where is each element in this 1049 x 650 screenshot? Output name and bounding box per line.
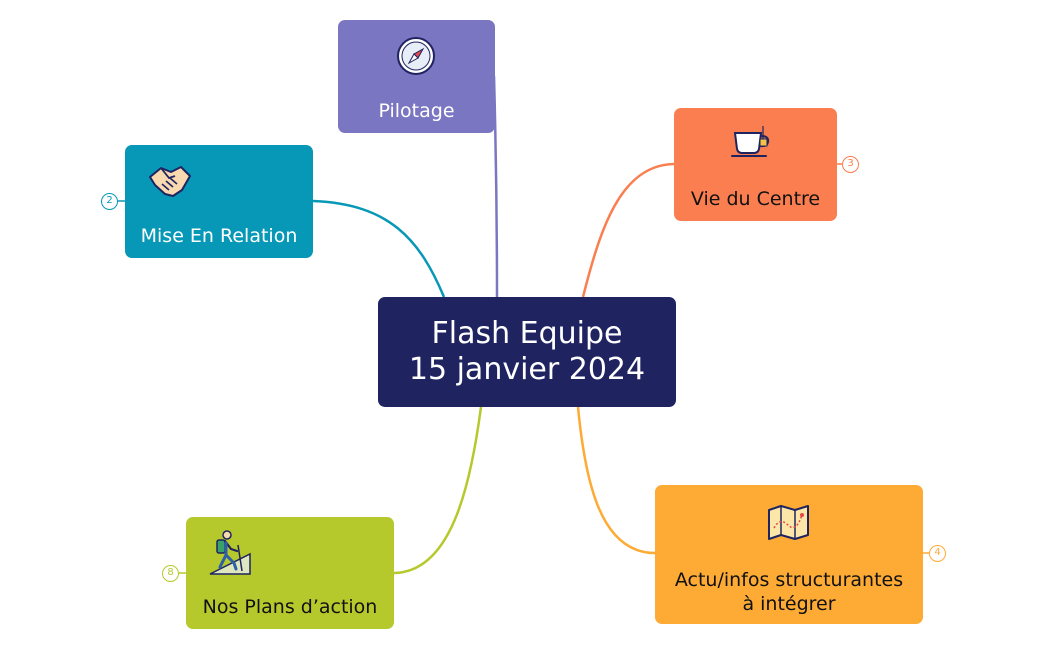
topic-label: Vie du Centre xyxy=(690,188,821,210)
topic-pilotage[interactable]: Pilotage xyxy=(338,20,495,133)
topic-mise-en-relation[interactable]: Mise En Relation xyxy=(125,145,313,258)
topic-actu-infos[interactable]: Actu/infos structurantes à intégrer xyxy=(655,485,923,624)
topic-label: Actu/infos structurantes à intégrer xyxy=(675,568,903,624)
link-actu xyxy=(576,406,656,555)
handshake-icon xyxy=(149,166,191,197)
hiker-icon xyxy=(209,530,251,575)
central-date: 15 janvier 2024 xyxy=(408,352,646,387)
child-count-badge[interactable]: 8 xyxy=(162,565,179,582)
compass-icon xyxy=(397,37,435,75)
map-icon xyxy=(768,505,809,540)
topic-plans-action[interactable]: Nos Plans d’action xyxy=(186,517,394,629)
link-vie xyxy=(581,162,675,298)
central-topic[interactable]: Flash Equipe 15 janvier 2024 xyxy=(378,297,676,407)
topic-label: Pilotage xyxy=(378,100,455,122)
topic-label-line-2: à intégrer xyxy=(742,593,836,615)
topic-label-line-1: Actu/infos structurantes xyxy=(674,569,904,591)
child-count-badge[interactable]: 2 xyxy=(101,193,118,210)
topic-label: Nos Plans d’action xyxy=(202,596,378,618)
central-title: Flash Equipe xyxy=(431,316,623,351)
child-count-badge[interactable]: 4 xyxy=(929,545,946,562)
topic-label: Mise En Relation xyxy=(140,225,298,247)
child-count-badge[interactable]: 3 xyxy=(842,156,859,173)
teacup-icon xyxy=(731,126,770,157)
topic-vie-du-centre[interactable]: Vie du Centre xyxy=(674,108,837,221)
link-plans xyxy=(393,406,483,575)
link-mise xyxy=(312,199,446,298)
